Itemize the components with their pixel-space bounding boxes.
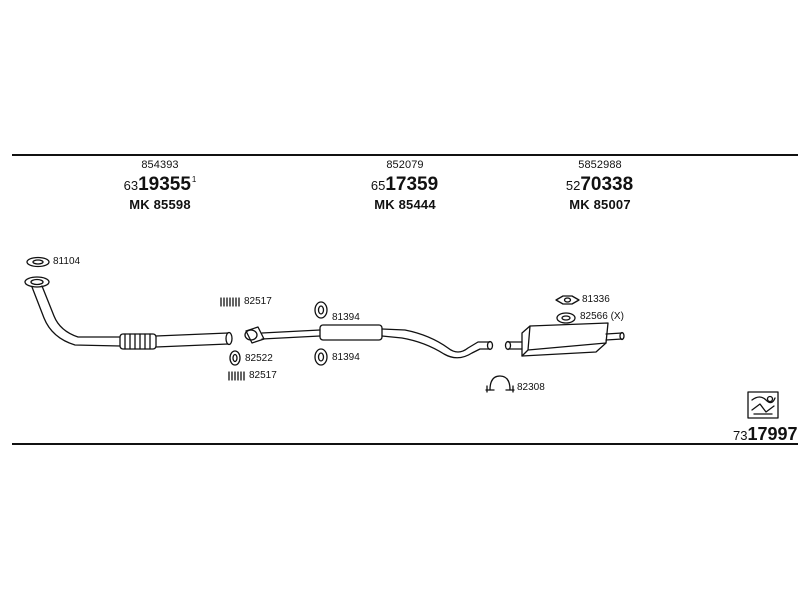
label-spring-82517-top: 82517 (244, 296, 272, 307)
label-gasket-81104: 81104 (53, 256, 81, 267)
part-number: 852079 (386, 159, 424, 171)
hanger-81394-top-icon (314, 301, 328, 319)
hanger-81336-icon (555, 295, 580, 305)
reference-number: 63193551 (100, 175, 220, 194)
ring-82522-icon (229, 350, 241, 366)
reference-prefix: 63 (123, 178, 139, 193)
label-hanger-81394-top: 81394 (332, 312, 360, 323)
label-hanger-81394-bottom: 81394 (332, 352, 360, 363)
clamp-82308-icon (485, 375, 515, 393)
reference-prefix: 65 (370, 178, 386, 193)
catalog-prefix: 73 (733, 428, 748, 443)
reference-suffix: 1 (191, 175, 197, 184)
mounting-kit-number: MK 85007 (569, 197, 631, 212)
ring-82566-icon (556, 312, 576, 324)
mounting-kit-number: MK 85444 (374, 197, 436, 212)
label-spring-82517-bottom: 82517 (249, 370, 277, 381)
top-divider (12, 154, 798, 156)
middle-pipe-icon (244, 324, 494, 359)
reference-prefix: 52 (565, 178, 581, 193)
reference-number: 6517359 (345, 175, 465, 194)
catalog-stamp-icon (747, 391, 779, 419)
spring-82517-bottom-icon (228, 371, 245, 381)
part-group-middle-pipe: 852079 6517359 MK 85444 (345, 159, 465, 212)
catalog-main: 17997 (747, 424, 798, 444)
gasket-81104-icon (26, 256, 50, 268)
label-clamp-82308: 82308 (517, 382, 545, 393)
label-ring-82522: 82522 (245, 353, 273, 364)
spring-82517-top-icon (220, 297, 240, 307)
reference-main: 19355 (138, 174, 191, 195)
part-group-rear-silencer: 5852988 5270338 MK 85007 (540, 159, 660, 212)
bottom-divider (12, 443, 798, 445)
reference-number: 5270338 (540, 175, 660, 194)
rear-silencer-icon (504, 322, 625, 357)
part-number: 5852988 (578, 159, 622, 171)
part-number: 854393 (141, 159, 179, 171)
label-hanger-81336: 81336 (582, 294, 610, 305)
part-group-front-pipe: 854393 63193551 MK 85598 (100, 159, 220, 212)
reference-main: 17359 (385, 174, 439, 195)
front-pipe-icon (24, 276, 233, 350)
mounting-kit-number: MK 85598 (129, 197, 191, 212)
catalog-number: 7317997 (733, 425, 798, 443)
reference-main: 70338 (580, 174, 634, 195)
hanger-81394-bottom-icon (314, 348, 328, 366)
label-ring-82566: 82566 (X) (580, 311, 624, 322)
